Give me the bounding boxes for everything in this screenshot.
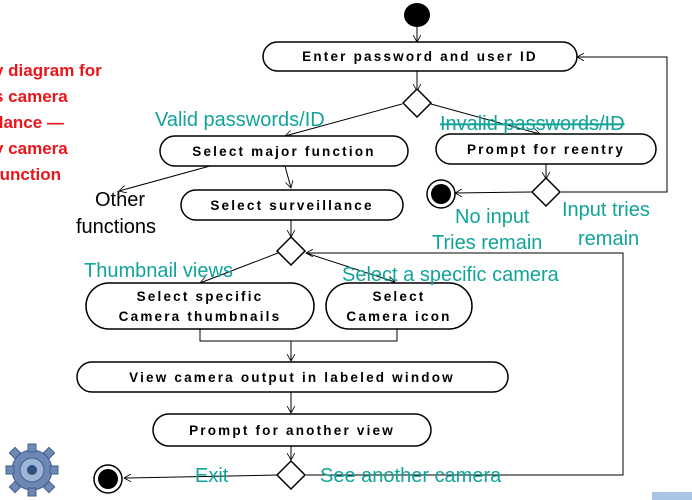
action-select-surveillance: Select surveillance (180, 189, 404, 221)
edge (305, 252, 395, 282)
action-label: Select major function (192, 144, 375, 159)
label-other-functions-2: functions (76, 216, 156, 238)
title-line: llance — (0, 113, 64, 132)
title-line: function (0, 165, 62, 184)
guard-specific-camera: Select a specific camera (342, 264, 560, 286)
edge (455, 192, 533, 193)
edge (306, 253, 624, 476)
action-select-camera-icon: Select Camera icon (325, 282, 473, 330)
guard-invalid: Invalid passwords/ID (440, 113, 625, 135)
title-line: y camera (0, 139, 68, 158)
label-other-functions-1: Other (95, 189, 145, 211)
guard-valid: Valid passwords/ID (155, 109, 325, 131)
edge (284, 165, 291, 188)
action-label: Camera icon (346, 309, 451, 324)
guard-input-tries-1: Input tries (562, 199, 650, 221)
initial-node (404, 3, 430, 27)
action-label: Camera thumbnails (119, 309, 282, 324)
action-enter-password: Enter password and user ID (262, 41, 578, 72)
action-select-major: Select major function (159, 135, 409, 167)
edges (119, 27, 668, 478)
action-prompt-reentry: Prompt for reentry (435, 133, 657, 165)
guard-see-another: See another camera (320, 465, 502, 487)
decision-another (275, 459, 307, 491)
final-node-exit (93, 464, 123, 494)
title-line: y diagram for (0, 61, 102, 80)
action-label: Select (373, 289, 426, 304)
guard-no-input-2: Tries remain (432, 232, 542, 254)
action-select-thumbnails: Select specific Camera thumbnails (85, 282, 315, 330)
action-label: Prompt for reentry (467, 142, 625, 157)
gear-icon (5, 443, 59, 497)
edge (561, 57, 668, 193)
decision-reentry (530, 176, 562, 208)
edge (430, 103, 540, 134)
action-prompt-another: Prompt for another view (152, 413, 432, 447)
edge (199, 329, 398, 342)
title-line: s camera (0, 87, 68, 106)
guard-thumbnail-views: Thumbnail views (84, 260, 233, 282)
guard-input-tries-2: remain (578, 228, 639, 250)
action-label: Select surveillance (210, 198, 373, 213)
guard-no-input-1: No input (455, 206, 530, 228)
edge (200, 252, 279, 283)
edge (285, 103, 403, 136)
final-node-reentry (426, 179, 456, 209)
action-label: View camera output in labeled window (129, 370, 455, 385)
decision-login (401, 87, 433, 119)
corner-decoration (652, 492, 692, 500)
action-label: Select specific (137, 289, 264, 304)
diagram-title: y diagram for s camera llance — y camera… (0, 58, 164, 188)
edge (124, 475, 279, 478)
guard-exit: Exit (195, 465, 229, 487)
action-label: Prompt for another view (189, 423, 395, 438)
action-view-output: View camera output in labeled window (76, 361, 509, 393)
decision-surveillance (275, 235, 307, 267)
action-label: Enter password and user ID (302, 49, 538, 64)
edge (119, 165, 211, 191)
